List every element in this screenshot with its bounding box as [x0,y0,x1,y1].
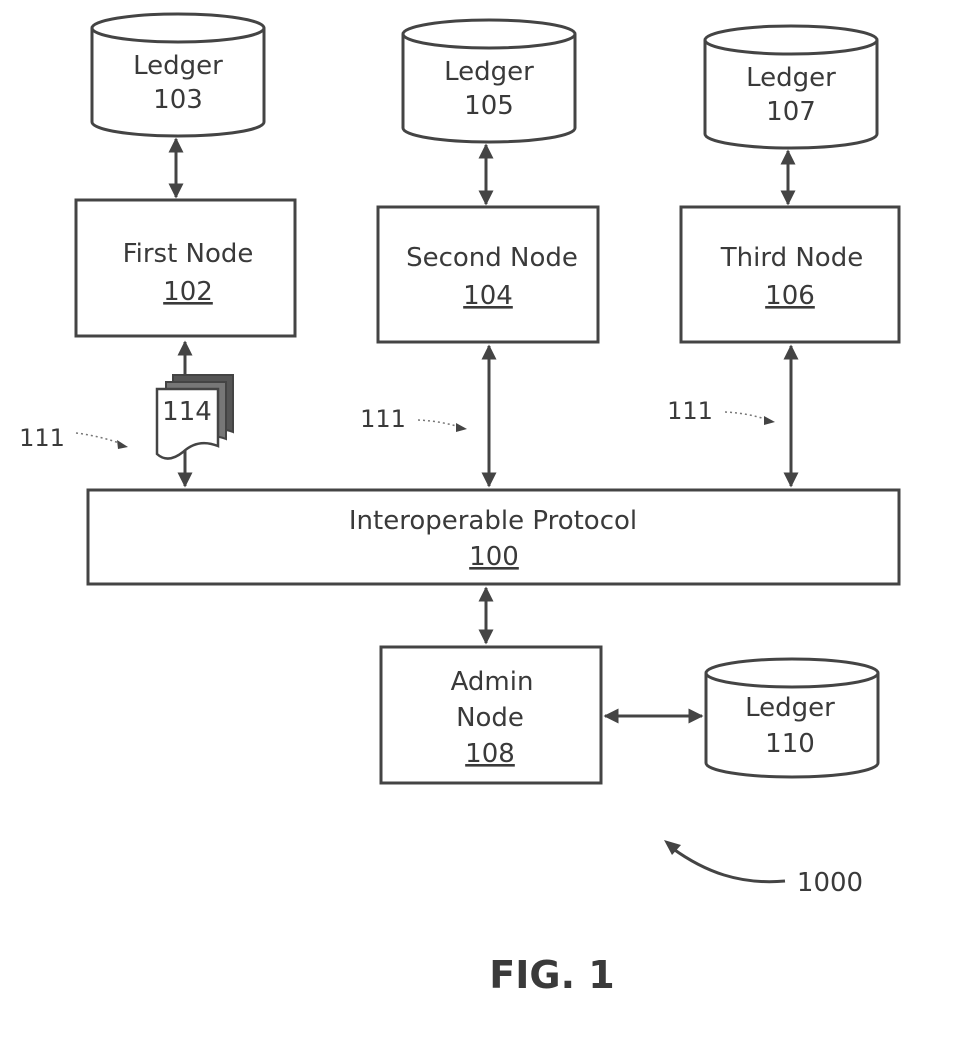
callout-111-right: 111 [667,397,775,425]
admin-node-label-line1: Admin [451,667,534,697]
callout-111-middle: 111 [360,405,467,433]
ledger-105-cylinder: Ledger 105 [403,20,575,142]
second-node-box: Second Node 104 [378,207,598,342]
ledger-110-ref: 110 [765,729,815,759]
ledger-107-label: Ledger [746,63,836,93]
callout-111-middle-label: 111 [360,405,406,433]
ledger-110-cylinder: Ledger 110 [706,659,878,777]
third-node-box: Third Node 106 [681,207,899,342]
document-114-ref: 114 [162,397,212,427]
ledger-105-ref: 105 [464,91,514,121]
first-node-box: First Node 102 [76,200,295,336]
third-node-label: Third Node [720,243,863,273]
callout-111-left: 111 [19,424,128,452]
callout-111-left-label: 111 [19,424,65,452]
ledger-103-cylinder: Ledger 103 [92,14,264,136]
admin-node-label-line2: Node [456,703,524,733]
ledger-107-ref: 107 [766,97,816,127]
figure-label: FIG. 1 [489,953,614,997]
third-node-ref: 106 [765,281,815,311]
admin-node-ref: 108 [465,739,515,769]
protocol-ref: 100 [469,542,519,572]
admin-node-box: Admin Node 108 [381,647,601,783]
ledger-103-ref: 103 [153,85,203,115]
ledger-103-label: Ledger [133,51,223,81]
first-node-label: First Node [123,239,254,269]
second-node-ref: 104 [463,281,513,311]
system-ref-label: 1000 [797,868,863,898]
system-reference-1000: 1000 [664,840,863,898]
second-node-label: Second Node [406,243,578,273]
document-114-icon: 114 [157,375,233,459]
callout-111-right-label: 111 [667,397,713,425]
ledger-110-label: Ledger [745,693,835,723]
ledger-105-label: Ledger [444,57,534,87]
interoperable-protocol-box: Interoperable Protocol 100 [88,490,899,584]
ledger-107-cylinder: Ledger 107 [705,26,877,148]
protocol-label: Interoperable Protocol [349,506,637,536]
first-node-ref: 102 [163,277,213,307]
